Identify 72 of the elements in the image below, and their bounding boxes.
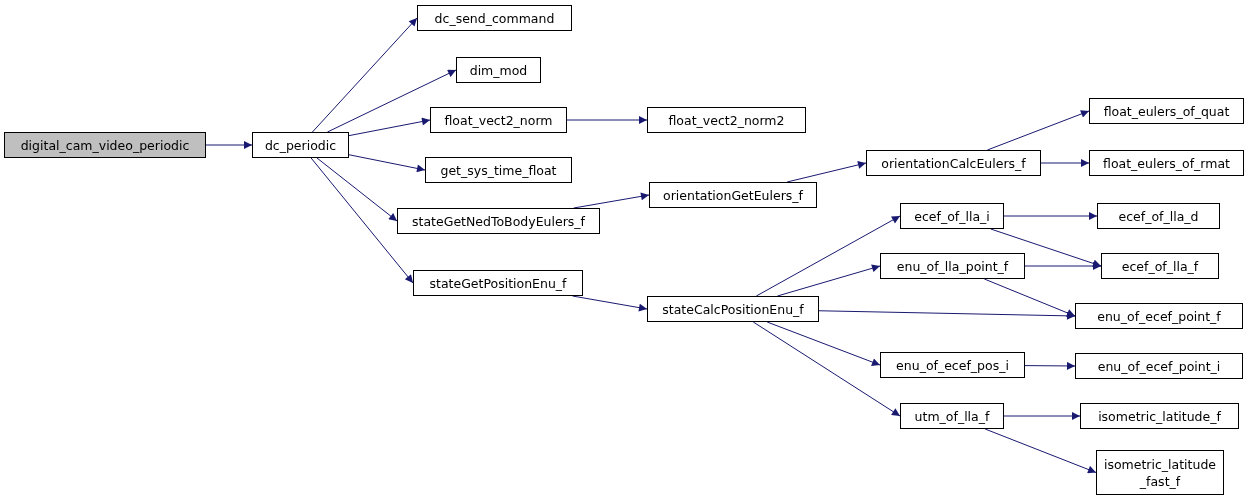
arrow (311, 17, 418, 133)
function-name: stateGetPositionEnu_f (429, 274, 567, 292)
function-box (649, 182, 817, 208)
function-name: isometric_latitude _fast_f (1102, 455, 1218, 490)
function-box (1096, 450, 1224, 495)
function-name: stateCalcPositionEnu_f (662, 300, 804, 318)
function-box (880, 352, 1025, 378)
function-box (397, 208, 600, 234)
function-box (1075, 303, 1243, 329)
function-box (252, 132, 349, 158)
function-box (430, 107, 567, 133)
function-name: float_vect2_norm2 (668, 111, 785, 129)
arrow (310, 157, 414, 284)
function-name: dc_send_command (434, 9, 555, 27)
arrow (766, 321, 881, 366)
function-name: ecef_of_lla_d (1118, 207, 1199, 225)
function-box (1097, 203, 1220, 229)
function-box (647, 107, 806, 133)
function-name: utm_of_lla_f (914, 407, 990, 425)
arrow (984, 428, 1097, 474)
arrow (776, 264, 881, 297)
arrow (990, 228, 1102, 268)
function-name: dc_periodic (264, 136, 337, 154)
arrow (983, 278, 1076, 317)
arrow (755, 215, 901, 297)
function-box (425, 157, 572, 183)
function-box (1075, 353, 1243, 379)
function-name: digital_cam_video_periodic (20, 136, 190, 154)
function-box (1101, 253, 1219, 279)
arrow (348, 117, 431, 137)
arrow (1003, 212, 1098, 220)
function-box (900, 203, 1004, 229)
arrow (572, 295, 648, 312)
function-box (413, 270, 583, 296)
function-name: isometric_latitude_f (1098, 407, 1221, 425)
function-name: ecef_of_lla_i (914, 207, 990, 225)
function-name: enu_of_lla_point_f (896, 257, 1009, 275)
arrow (326, 69, 457, 133)
arrow (1024, 262, 1102, 270)
arrow (752, 321, 901, 417)
function-name: orientationGetEulers_f (663, 186, 803, 204)
arrow (316, 157, 398, 222)
function-name: enu_of_ecef_pos_i (896, 356, 1009, 374)
function-name: dim_mod (469, 61, 528, 79)
function-box (1080, 403, 1239, 429)
function-name: ecef_of_lla_f (1121, 257, 1199, 275)
function-name: enu_of_ecef_point_i (1097, 357, 1221, 375)
function-name: enu_of_ecef_point_f (1097, 307, 1221, 325)
function-box (647, 296, 819, 322)
function-box (1089, 150, 1244, 176)
arrow (1040, 159, 1090, 167)
arrow (348, 154, 426, 173)
arrow (1024, 361, 1076, 370)
function-name: float_eulers_of_quat (1103, 102, 1230, 120)
function-box (4, 132, 206, 158)
function-name: float_eulers_of_rmat (1103, 154, 1230, 172)
function-box (456, 57, 541, 83)
function-box (866, 150, 1041, 176)
function-name: orientationCalcEulers_f (881, 154, 1026, 172)
arrow (1003, 412, 1081, 420)
arrow (986, 110, 1090, 151)
arrow (566, 116, 648, 124)
arrow (205, 141, 253, 149)
function-name: get_sys_time_float (440, 161, 557, 179)
function-box (1089, 98, 1244, 124)
function-name: float_vect2_norm (444, 111, 553, 129)
function-box (880, 253, 1025, 279)
function-box (900, 403, 1004, 429)
function-name: stateGetNedToBodyEulers_f (412, 212, 585, 230)
arrow (818, 310, 1076, 320)
function-box (417, 5, 572, 31)
arrow (786, 161, 867, 183)
